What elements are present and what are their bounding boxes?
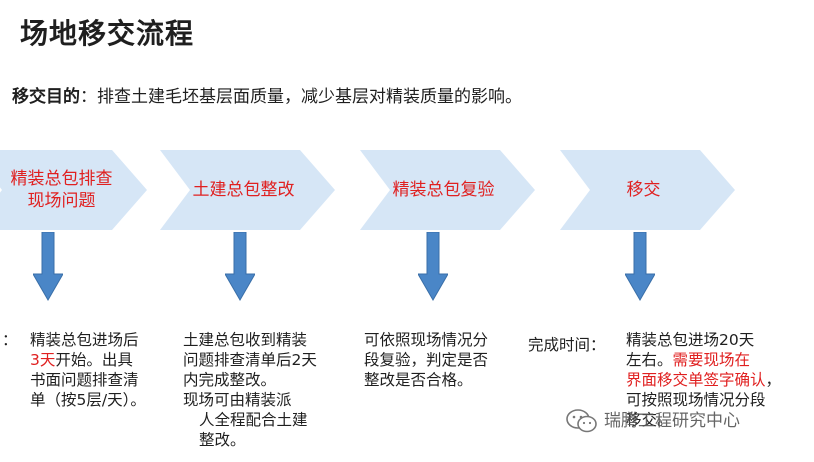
purpose-text: ：排查土建毛坯基层面质量，减少基层对精装质量的影响。 [80,87,522,107]
purpose-line: 移交目的：排查土建毛坯基层面质量，减少基层对精装质量的影响。 [12,82,522,107]
down-arrow-icon [225,232,255,302]
step-label-4: 移交 [626,180,661,200]
complete-time-label: 完成时间： [528,336,606,354]
watermark-text: 瑞腾工程研究中心 [604,411,740,431]
down-arrow-icon [418,232,448,302]
step-label-3: 精装总包复验 [392,180,495,200]
step-label-1: 精装总包排查现场问题 [10,169,113,211]
wechat-icon [566,409,597,433]
step-chevron-2: 土建总包整改 [160,150,335,230]
step-chevron-1: 精装总包排查现场问题 [0,150,147,230]
step4-description: 精装总包进场20天 左右。需要现场在 界面移交单签字确认， 可按照现场情况分段 … [626,331,782,429]
step1-description: 精装总包进场后 3天开始。出具 书面问题排查清 单（按5层/天）。 [30,331,146,409]
purpose-label: 移交目的 [12,87,80,107]
step1-prefix: ： [2,331,18,349]
down-arrow-icon [625,232,655,302]
step-chevron-3: 精装总包复验 [360,150,535,230]
page-title: 场地移交流程 [20,17,195,50]
step3-description: 可依照现场情况分 段复验，判定是否 整改是否合格。 [364,331,489,389]
step-label-2: 土建总包整改 [192,180,295,200]
step2-description: 土建总包收到精装 问题排查清单后2天 内完成整改。 现场可由精装派 人全程配合土… [183,331,317,449]
step-chevron-4: 移交 [560,150,735,230]
down-arrow-icon [33,232,63,302]
